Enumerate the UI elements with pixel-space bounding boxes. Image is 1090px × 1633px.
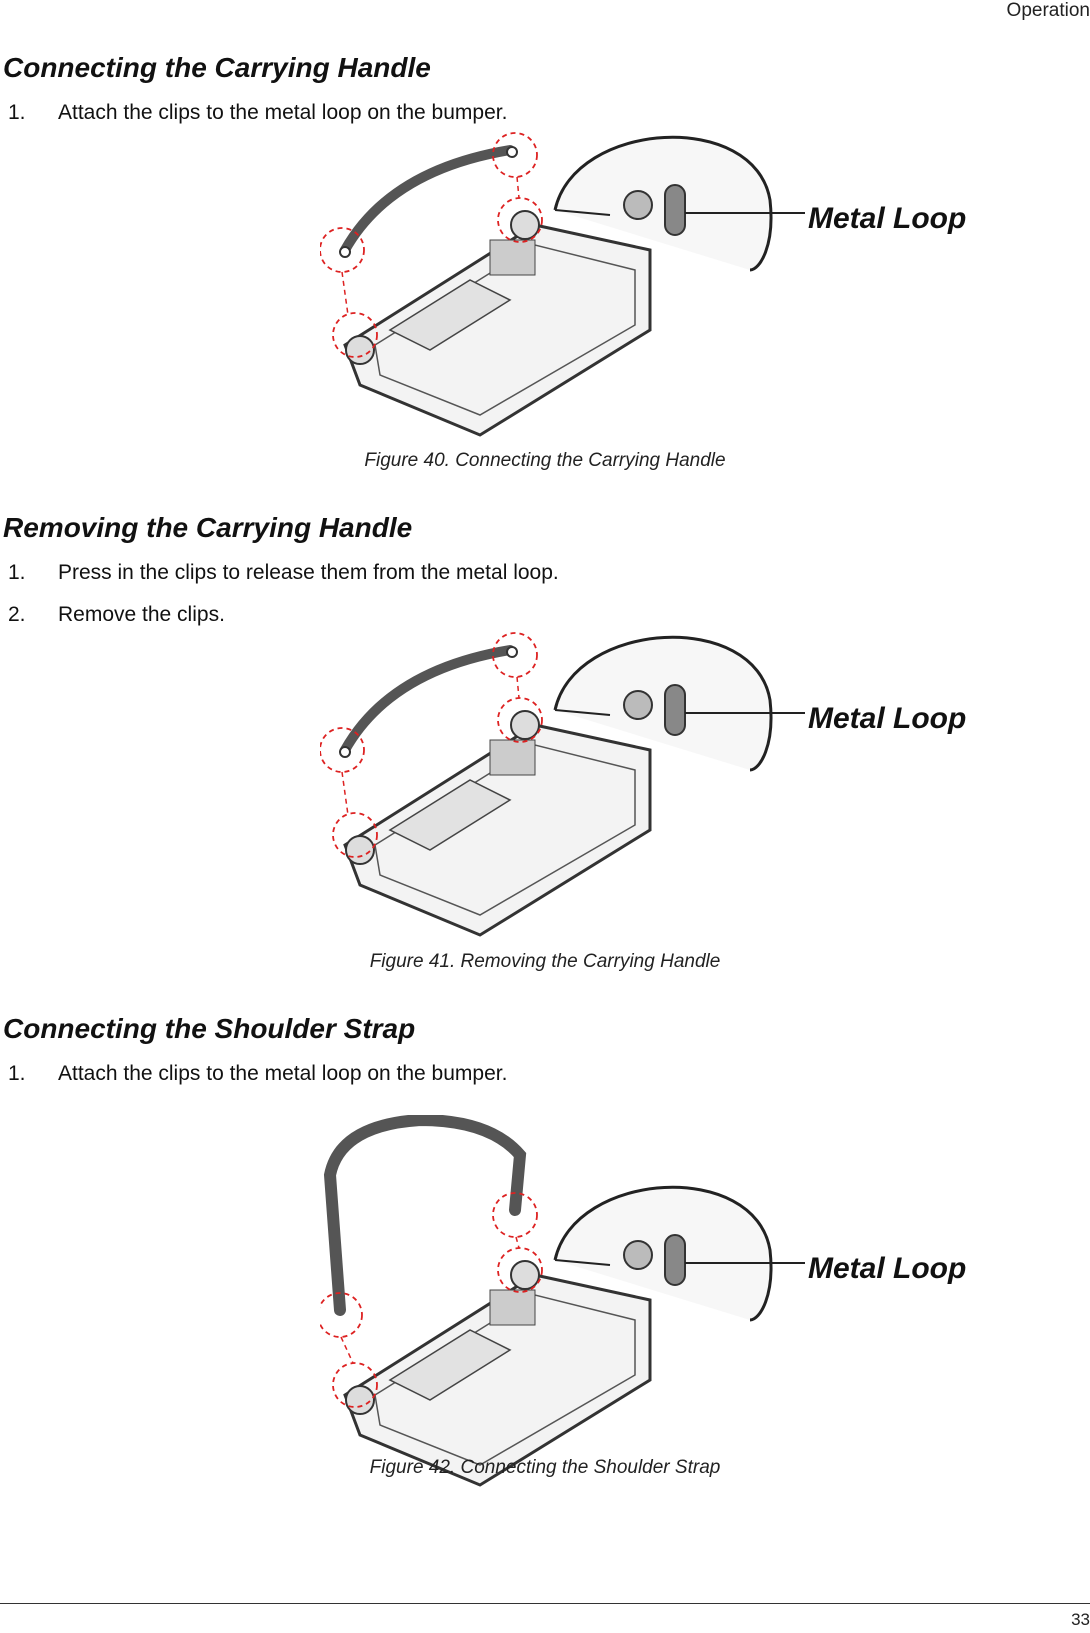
page-number: 33 (1071, 1610, 1090, 1629)
footer-divider (0, 1603, 1090, 1604)
figure-caption: Figure 41. Removing the Carrying Handle (369, 951, 721, 972)
figure-caption: Figure 42. Connecting the Shoulder Strap (369, 1457, 721, 1478)
step-item: 1. Press in the clips to release them fro… (8, 561, 559, 585)
step-item: 1. Attach the clips to the metal loop on … (8, 101, 507, 125)
step-item: 1. Attach the clips to the metal loop on … (8, 1062, 507, 1086)
step-text: Press in the clips to release them from … (58, 561, 559, 584)
step-text: Remove the clips. (58, 603, 225, 626)
section-title-connecting-strap: Connecting the Shoulder Strap (3, 1013, 416, 1044)
figure-removing-handle: Metal Loop (319, 630, 985, 960)
running-header: Operation (1006, 0, 1090, 21)
step-number: 2. (8, 603, 26, 626)
section-title-connecting-handle: Connecting the Carrying Handle (3, 52, 431, 83)
metal-loop-callout: Metal Loop (808, 1252, 966, 1285)
metal-loop-callout: Metal Loop (808, 702, 966, 735)
step-number: 1. (8, 561, 26, 584)
step-item: 2. Remove the clips. (8, 603, 225, 627)
metal-loop-callout: Metal Loop (808, 202, 966, 235)
step-text: Attach the clips to the metal loop on th… (58, 1062, 508, 1085)
step-number: 1. (8, 1062, 26, 1085)
figure-connecting-strap: Metal Loop (317, 1113, 985, 1510)
step-text: Attach the clips to the metal loop on th… (58, 101, 508, 124)
step-number: 1. (8, 101, 26, 124)
figure-caption: Figure 40. Connecting the Carrying Handl… (364, 450, 726, 471)
figure-connecting-handle: Metal Loop (319, 130, 985, 460)
section-title-removing-handle: Removing the Carrying Handle (3, 512, 413, 543)
